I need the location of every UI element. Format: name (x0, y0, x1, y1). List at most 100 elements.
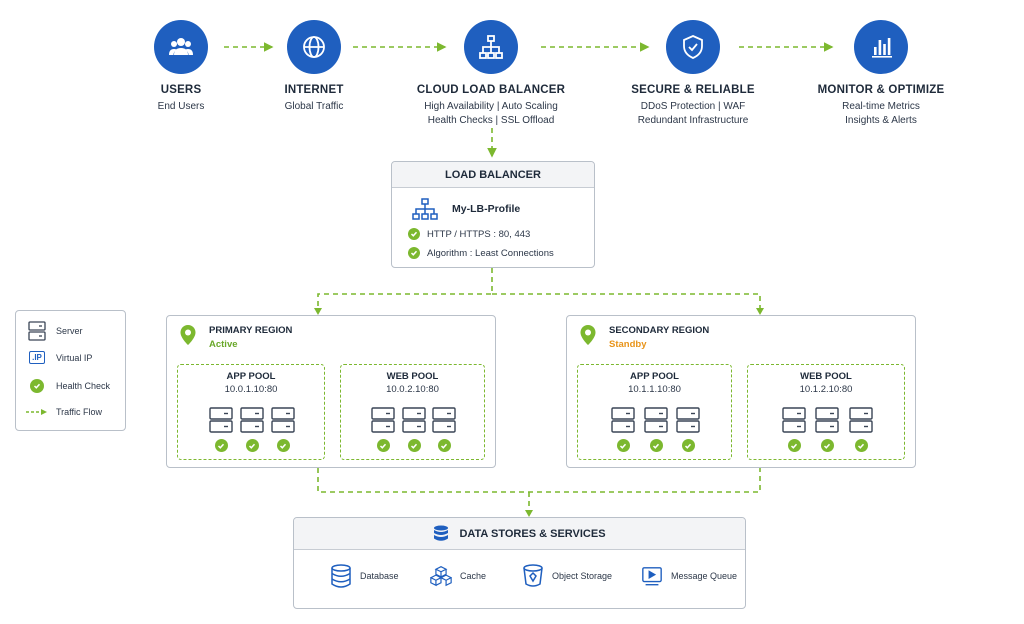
lb-algorithm-text: Algorithm : Least Connections (427, 247, 554, 259)
data-stores-title: DATA STORES & SERVICES (459, 527, 606, 540)
server[interactable] (611, 407, 635, 452)
step-subtitle: DDoS Protection | WAF (640, 101, 746, 112)
server-icon (28, 321, 46, 341)
data-stores-services: DATA STORES & SERVICES Database Cache Ob… (293, 517, 746, 609)
server[interactable] (849, 407, 873, 452)
service-label: Database (360, 571, 399, 581)
server[interactable] (271, 407, 295, 452)
server[interactable] (209, 407, 233, 452)
virtual-ip-icon: .IP (29, 351, 45, 364)
legend-item-health-check: Health Check (26, 379, 110, 393)
legend-label: Health Check (56, 381, 111, 391)
lb-protocol-row: HTTP / HTTPS : 80, 443 (408, 228, 530, 240)
lb-algorithm-row: Algorithm : Least Connections (408, 247, 554, 259)
legend-label: Traffic Flow (56, 407, 103, 417)
health-check-icon (787, 439, 801, 452)
globe-icon (287, 20, 341, 74)
region-status: Active (209, 339, 238, 350)
flow-regions-to-data (317, 468, 761, 512)
service-message-queue[interactable]: Message Queue (641, 564, 737, 588)
arrowhead-primary (314, 308, 322, 315)
server[interactable] (371, 407, 395, 452)
step-subtitle: High Availability | Auto Scaling (424, 101, 558, 112)
legend-item-server: Server (26, 321, 83, 341)
check-icon (30, 379, 44, 393)
shield-check-icon (666, 20, 720, 74)
step-subtitle: Real-time Metrics (842, 101, 920, 112)
service-cache[interactable]: Cache (430, 564, 486, 588)
network-hierarchy-icon (464, 20, 518, 74)
step-title: MONITOR & OPTIMIZE (817, 84, 945, 96)
app-pool[interactable]: APP POOL 10.1.1.10:80 (577, 364, 732, 460)
step-cloud-load-balancer: CLOUD LOAD BALANCER High Availability | … (401, 20, 581, 128)
load-balancer-card[interactable]: LOAD BALANCER My-LB-Profile HTTP / HTTPS… (391, 161, 595, 268)
pool-name: WEB POOL (800, 371, 852, 382)
legend: Server .IP Virtual IP Health Check Traff… (15, 310, 126, 431)
pool-address: 10.0.1.10:80 (224, 384, 278, 395)
service-label: Message Queue (671, 571, 738, 581)
region-status: Standby (609, 339, 647, 350)
server-icon (209, 407, 233, 433)
server[interactable] (676, 407, 700, 452)
users-icon (154, 20, 208, 74)
server[interactable] (782, 407, 806, 452)
server-icon (402, 407, 426, 433)
pool-address: 10.1.1.10:80 (628, 384, 681, 395)
step-subtitle: Global Traffic (284, 101, 344, 112)
step-title: USERS (160, 84, 202, 96)
server-icon (676, 407, 700, 433)
health-check-icon (245, 439, 259, 452)
server-icon (611, 407, 635, 433)
step-secure-reliable: SECURE & RELIABLE DDoS Protection | WAF … (603, 20, 783, 128)
server[interactable] (815, 407, 839, 452)
lb-profile-name: My-LB-Profile (452, 203, 521, 215)
step-subtitle: Redundant Infrastructure (637, 115, 749, 126)
load-balancer-title: LOAD BALANCER (392, 162, 594, 188)
pool-address: 10.0.2.10:80 (386, 384, 439, 395)
app-pool[interactable]: APP POOL 10.0.1.10:80 (177, 364, 325, 460)
legend-label: Server (56, 326, 83, 336)
flow-split-to-regions (317, 268, 761, 310)
lb-profile-row: My-LB-Profile (412, 198, 520, 220)
server[interactable] (432, 407, 456, 452)
health-check-icon (437, 439, 451, 452)
message-queue-icon (642, 567, 662, 586)
service-object-storage[interactable]: Object Storage (522, 564, 612, 588)
step-title: SECURE & RELIABLE (631, 84, 755, 96)
primary-region[interactable]: PRIMARY REGION Active APP POOL 10.0.1.10… (166, 315, 496, 468)
database-icon (331, 564, 351, 588)
location-pin-icon (180, 325, 196, 345)
lb-protocol-text: HTTP / HTTPS : 80, 443 (427, 228, 531, 240)
server[interactable] (644, 407, 668, 452)
pool-name: WEB POOL (386, 371, 439, 382)
secondary-region[interactable]: SECONDARY REGION Standby APP POOL 10.1.1… (566, 315, 916, 468)
pool-name: APP POOL (630, 371, 679, 382)
region-title: PRIMARY REGION (209, 325, 293, 336)
pool-address: 10.1.2.10:80 (799, 384, 853, 395)
web-pool[interactable]: WEB POOL 10.1.2.10:80 (747, 364, 905, 460)
server[interactable] (402, 407, 426, 452)
step-users: USERS End Users (91, 20, 271, 114)
service-label: Object Storage (552, 571, 613, 581)
check-icon (408, 228, 420, 240)
health-check-icon (407, 439, 421, 452)
web-pool[interactable]: WEB POOL 10.0.2.10:80 (340, 364, 485, 460)
step-subtitle: End Users (157, 101, 205, 112)
service-database[interactable]: Database (330, 564, 399, 588)
legend-item-virtual-ip: .IP Virtual IP (26, 351, 92, 364)
health-check-icon (616, 439, 630, 452)
region-title: SECONDARY REGION (609, 325, 710, 336)
check-icon (408, 247, 420, 259)
arrowhead-data (525, 510, 533, 517)
bucket-icon (523, 564, 543, 587)
health-check-icon (820, 439, 834, 452)
cache-cubes-icon (430, 566, 452, 587)
server-icon (644, 407, 668, 433)
server[interactable] (240, 407, 264, 452)
network-hierarchy-icon (412, 198, 438, 220)
step-monitor-optimize: MONITOR & OPTIMIZE Real-time Metrics Ins… (791, 20, 971, 128)
step-subtitle: Health Checks | SSL Offload (427, 115, 555, 126)
health-check-icon (214, 439, 228, 452)
health-check-icon (649, 439, 663, 452)
